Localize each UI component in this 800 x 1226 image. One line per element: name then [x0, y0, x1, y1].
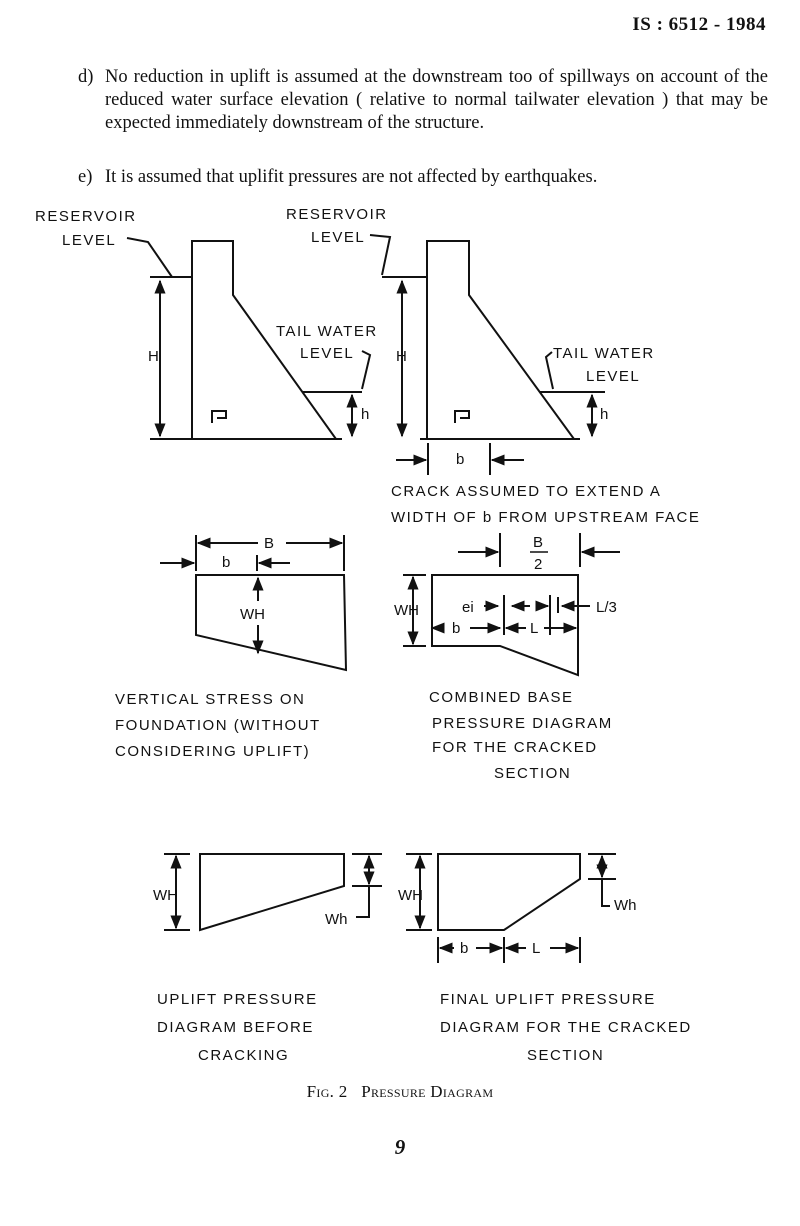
WH-symbol: WH [240, 606, 265, 623]
h-symbol: h [361, 406, 369, 423]
standard-number: IS : 6512 - 1984 [632, 14, 766, 35]
vertical-stress-diagram: B b WH VERTICAL STRESS ON FOUNDATION (WI… [115, 535, 348, 760]
caption-line-1: COMBINED BASE [429, 689, 574, 706]
caption-line-2: DIAGRAM FOR THE CRACKED [440, 1019, 692, 1036]
tail-water-label: TAIL WATER [553, 345, 655, 362]
uplift-before-outline [199, 853, 345, 932]
dam-profile [426, 240, 576, 440]
level-label: LEVEL [62, 232, 116, 249]
H-symbol: H [148, 348, 159, 365]
caption-line-2: PRESSURE DIAGRAM [432, 715, 613, 732]
pressure-diagram-figure: RESERVOIR LEVEL H h TAIL WATER LEVEL RES… [35, 206, 700, 1064]
stress-diagram [195, 574, 348, 672]
dam-section-cracked: RESERVOIR LEVEL H h TAIL WATER LEVEL b C… [286, 206, 700, 526]
combined-base-pressure-diagram: B 2 WH ei L/3 b L COMBINED BASE PRESSURE… [394, 533, 620, 782]
caption-line-3: SECTION [527, 1047, 604, 1064]
H-symbol: H [396, 348, 407, 365]
tailwater-leader [544, 351, 554, 390]
caption-line-3: FOR THE CRACKED [432, 739, 598, 756]
assumption-label: d) [78, 67, 94, 87]
assumption-text: No reduction in uplift is assumed at the… [105, 67, 768, 133]
crack-note-line-2: WIDTH OF b FROM UPSTREAM FACE [391, 509, 700, 526]
caption-line-2: DIAGRAM BEFORE [157, 1019, 314, 1036]
B-symbol: B [264, 535, 274, 552]
WH-symbol: WH [398, 887, 423, 904]
assumption-d: d) No reduction in uplift is assumed at … [78, 66, 768, 135]
caption-line-1: FINAL UPLIFT PRESSURE [440, 991, 656, 1008]
two-symbol: 2 [534, 556, 542, 573]
Wh-symbol: Wh [614, 897, 637, 914]
level-label: LEVEL [586, 368, 640, 385]
caption-line-3: CRACKING [198, 1047, 289, 1064]
B-symbol: B [533, 534, 543, 551]
tail-water-label: TAIL WATER [276, 323, 378, 340]
ei-symbol: ei [462, 599, 474, 616]
crack-note-line-1: CRACK ASSUMED TO EXTEND A [391, 483, 661, 500]
figure-title: Pressure Diagram [361, 1082, 494, 1101]
caption-line-4: SECTION [494, 765, 571, 782]
page-number: 9 [394, 1135, 406, 1159]
gallery-symbol [211, 410, 227, 423]
b-symbol: b [456, 451, 464, 468]
Wh-symbol: Wh [325, 911, 348, 928]
b-symbol: b [452, 620, 460, 637]
final-uplift-outline [437, 853, 581, 931]
L3-symbol: L/3 [596, 599, 617, 616]
b-symbol: b [222, 554, 230, 571]
caption-line-1: VERTICAL STRESS ON [115, 691, 305, 708]
b-symbol: b [460, 940, 468, 957]
Wh-leader [356, 887, 370, 918]
L-symbol: L [530, 620, 538, 637]
uplift-before-cracking-diagram: WH Wh UPLIFT PRESSURE DIAGRAM BEFORE CRA… [153, 853, 382, 1064]
caption-line-1: UPLIFT PRESSURE [157, 991, 318, 1008]
assumption-label: e) [78, 167, 93, 187]
figure-caption: Fig. 2 Pressure Diagram [0, 1082, 800, 1102]
gallery-symbol [454, 410, 470, 423]
tailwater-leader [361, 350, 372, 390]
assumption-e: e) It is assumed that uplifit pressures … [78, 166, 778, 189]
h-symbol: h [600, 406, 608, 423]
level-label: LEVEL [300, 345, 354, 362]
caption-line-2: FOUNDATION (WITHOUT [115, 717, 321, 734]
dam-section-uncracked: RESERVOIR LEVEL H h TAIL WATER LEVEL [35, 208, 378, 440]
level-label: LEVEL [311, 229, 365, 246]
reservoir-label: RESERVOIR [286, 206, 388, 223]
reservoir-label: RESERVOIR [35, 208, 137, 225]
WH-symbol: WH [153, 887, 178, 904]
WH-symbol: WH [394, 602, 419, 619]
combined-pressure-outline [431, 574, 579, 677]
dam-profile [191, 240, 338, 440]
Wh-leader [601, 880, 610, 907]
reservoir-leader [369, 234, 392, 276]
final-uplift-diagram: WH Wh b L FINAL UPLIFT PRESSURE DIAGRAM … [398, 853, 692, 1064]
caption-line-3: CONSIDERING UPLIFT) [115, 743, 310, 760]
figure-number: Fig. 2 [306, 1082, 348, 1101]
reservoir-leader [126, 237, 173, 278]
assumption-text: It is assumed that uplifit pressures are… [105, 167, 598, 187]
L-symbol: L [532, 940, 540, 957]
